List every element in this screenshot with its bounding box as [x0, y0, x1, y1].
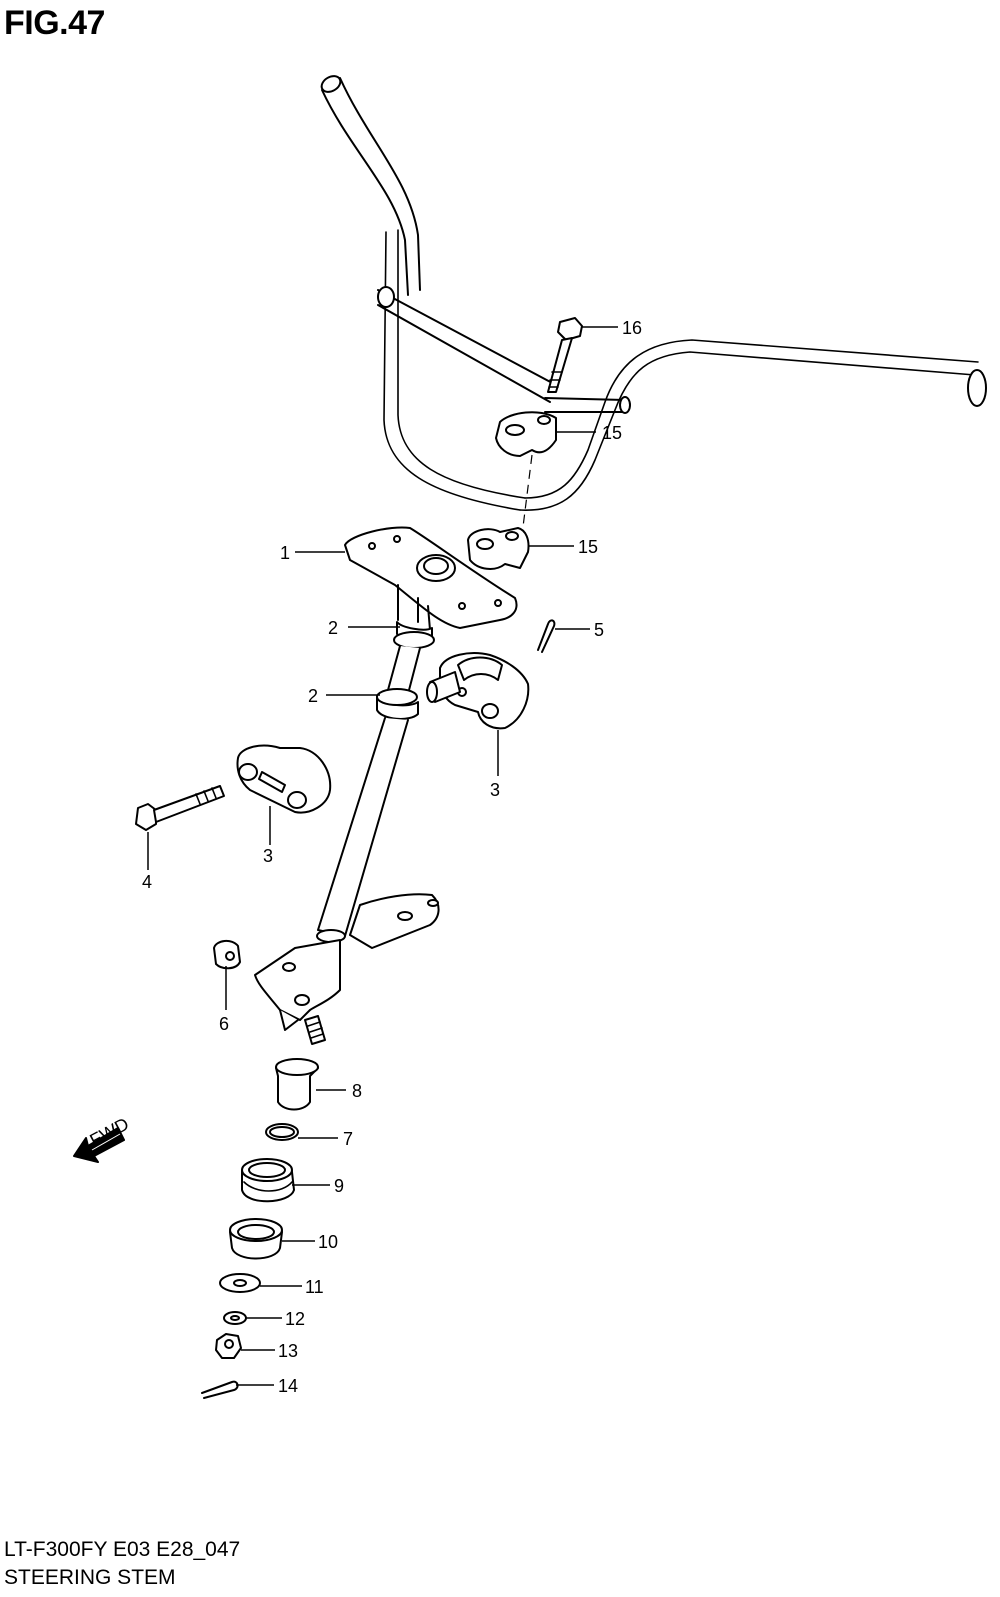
callout-2-upper: 2 [328, 618, 338, 638]
callout-3-left: 3 [263, 846, 273, 866]
cotter-pin-upper [537, 619, 556, 653]
callout-10: 10 [318, 1232, 338, 1252]
castle-nut [215, 1333, 242, 1359]
callout-8: 8 [352, 1081, 362, 1101]
callout-15-upper: 15 [602, 423, 622, 443]
callout-7: 7 [343, 1129, 353, 1149]
model-code: LT-F300FY E03 E28_047 [4, 1538, 241, 1561]
callout-3-right: 3 [490, 780, 500, 800]
washer [219, 1273, 261, 1293]
handlebar-clamp-bolt [547, 317, 583, 393]
holder-bolt [135, 785, 225, 831]
callout-9: 9 [334, 1176, 344, 1196]
callout-14: 14 [278, 1376, 298, 1396]
callout-5: 5 [594, 620, 604, 640]
callout-1: 1 [280, 543, 290, 563]
lock-washer [223, 1311, 247, 1325]
callout-15-lower: 15 [578, 537, 598, 557]
callout-2-lower: 2 [308, 686, 318, 706]
handlebar-upper-holder [495, 411, 557, 536]
figure-title: FIG.47 [4, 4, 105, 42]
steering-top-plate [344, 526, 518, 631]
cotter-pin-lower [201, 1380, 239, 1399]
handlebar [320, 75, 987, 511]
steering-stem-bracket [254, 893, 440, 1045]
shaft-holder-lower [236, 744, 332, 814]
handlebar-lower-holder [467, 527, 530, 570]
leader-lines [147, 326, 618, 1386]
callout-13: 13 [278, 1341, 298, 1361]
bearing [229, 1218, 283, 1260]
section-name: STEERING STEM [4, 1566, 176, 1589]
steering-shaft [316, 621, 435, 943]
shaft-holder-upper [426, 652, 530, 730]
callout-4: 4 [142, 872, 152, 892]
callout-numbers: 1 2 2 3 3 4 5 6 7 8 9 10 11 12 13 14 15 … [142, 318, 642, 1396]
callout-16: 16 [622, 318, 642, 338]
steering-shaft-bush [275, 1058, 319, 1111]
o-ring [265, 1123, 299, 1141]
locking-nut [213, 940, 241, 970]
callout-11: 11 [305, 1277, 324, 1297]
callout-6: 6 [219, 1014, 229, 1034]
oil-seal [241, 1158, 295, 1203]
callout-12: 12 [285, 1309, 305, 1329]
forward-direction-arrow: FWD [73, 1114, 132, 1163]
